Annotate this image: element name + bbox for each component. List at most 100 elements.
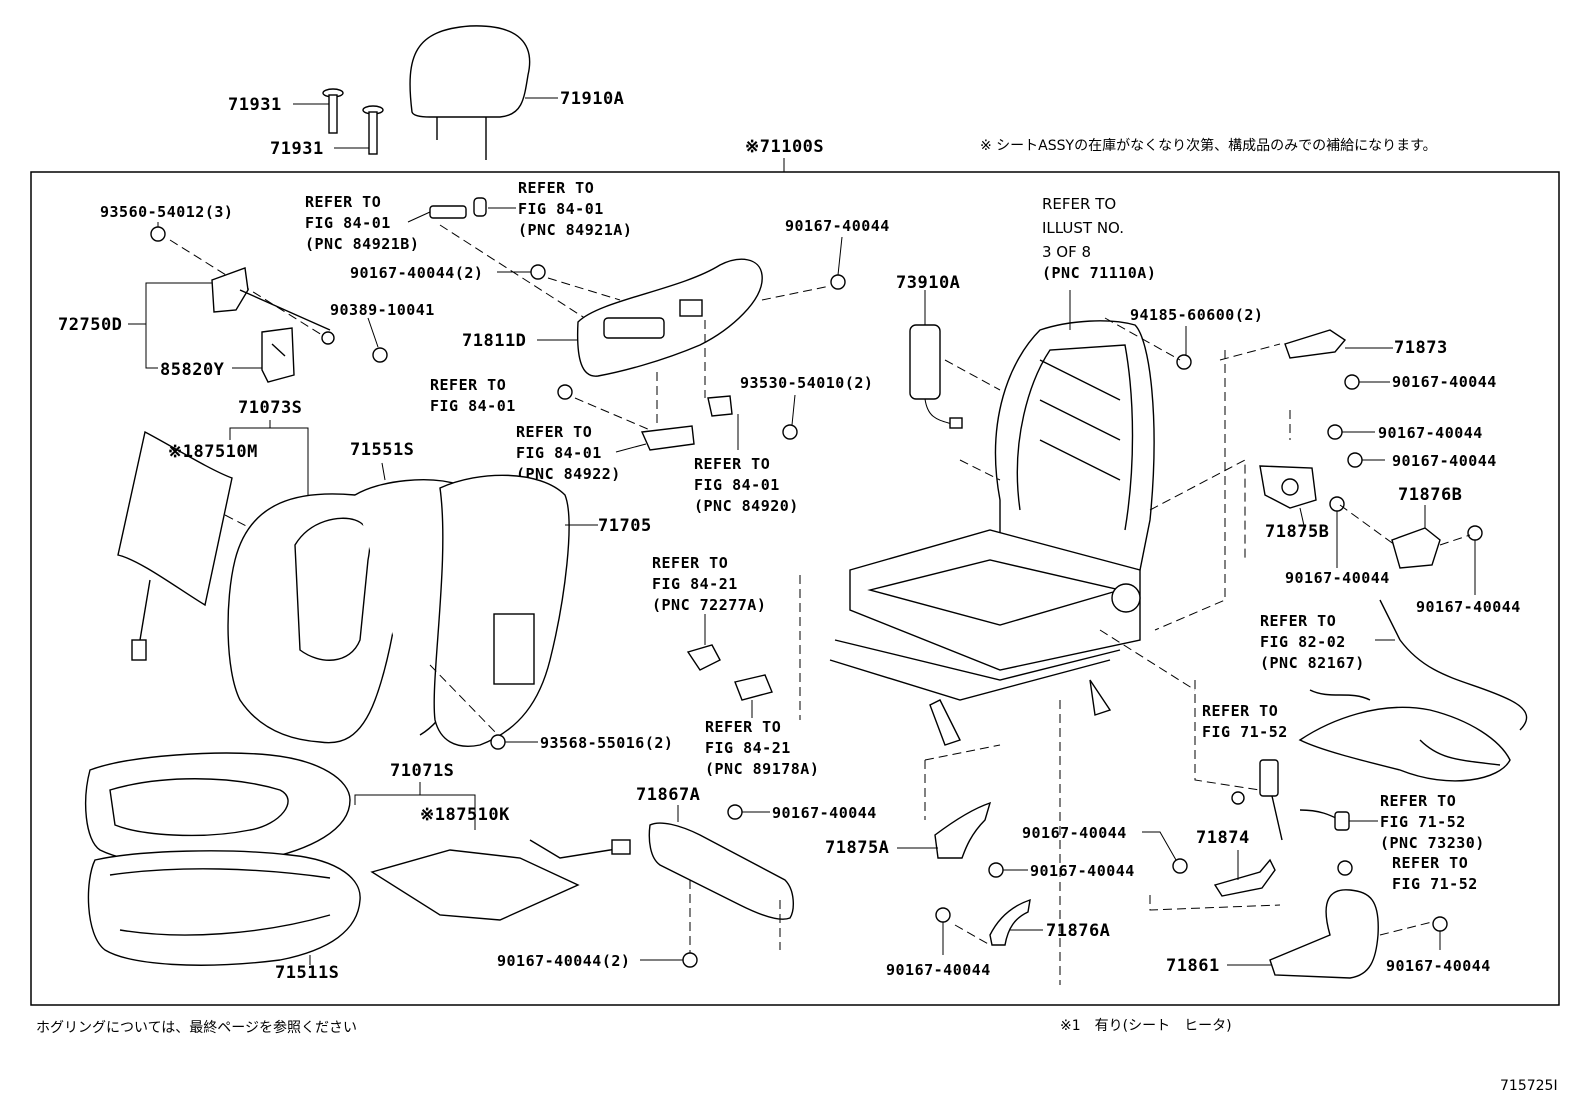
- cushion-pad-71511s[interactable]: [87, 850, 361, 966]
- screw-90167-2a[interactable]: [497, 264, 546, 280]
- cover-71875b[interactable]: [1259, 465, 1317, 531]
- screw-90167-f[interactable]: [1467, 525, 1483, 595]
- refer-r10-line2: FIG 71-52: [1202, 723, 1288, 741]
- lumbar-mechanism-72750d[interactable]: [211, 267, 335, 345]
- leader-71551s: [381, 462, 386, 481]
- label-90167-f: 90167-40044: [1416, 598, 1521, 616]
- label-71811d: 71811D: [462, 331, 526, 351]
- headrest-guide-2[interactable]: [334, 105, 384, 155]
- screw-refer-r3[interactable]: [557, 384, 573, 400]
- nut-94185[interactable]: [1176, 326, 1192, 370]
- cover-71875a[interactable]: [897, 801, 992, 859]
- dash-line: [169, 239, 331, 341]
- refer-r5-line1: REFER TO: [694, 455, 770, 473]
- heater-187510k[interactable]: [370, 839, 631, 921]
- label-90389: 90389-10041: [330, 301, 435, 319]
- bolt-93560[interactable]: [150, 222, 166, 242]
- headrest-guide-1[interactable]: [293, 88, 344, 134]
- dash-line: [924, 744, 1001, 820]
- label-72750d: 72750D: [58, 315, 122, 335]
- refer-r2-line2: FIG 84-01: [518, 200, 604, 218]
- footer-right-note: ※1 有り(シート ヒータ): [1060, 1018, 1232, 1034]
- screw-90167-h[interactable]: [1142, 831, 1188, 874]
- label-93568: 93568-55016(2): [540, 734, 673, 752]
- seat-frame-71110a[interactable]: [829, 290, 1155, 746]
- side-airbag-73910a[interactable]: [909, 290, 963, 429]
- refer-r10-line1: REFER TO: [1202, 702, 1278, 720]
- switch-84920[interactable]: [707, 395, 739, 450]
- seatback-cover-71073s[interactable]: [227, 493, 407, 744]
- refer-r4-line2: FIG 84-01: [516, 444, 602, 462]
- label-85820y: 85820Y: [160, 360, 225, 380]
- label-71511s: 71511S: [275, 963, 339, 983]
- refer-r3-line1: REFER TO: [430, 376, 506, 394]
- screw-93568[interactable]: [490, 734, 538, 750]
- label-93530: 93530-54010(2): [740, 374, 873, 392]
- refer-part-72277a[interactable]: [686, 644, 721, 671]
- leader-71071s: [354, 782, 476, 830]
- heater-187510m[interactable]: [117, 430, 233, 661]
- nut-90389[interactable]: [367, 317, 388, 363]
- label-71875a: 71875A: [825, 838, 889, 858]
- label-71071s: 71071S: [390, 761, 454, 781]
- label-90167-i: 90167-40044: [1030, 862, 1135, 880]
- screw-90167-c[interactable]: [1327, 424, 1375, 440]
- bracket-71873[interactable]: [1284, 329, 1393, 359]
- switch-knob-84921b[interactable]: [407, 205, 467, 223]
- screw-90167-d[interactable]: [1347, 452, 1385, 468]
- sensor-73230[interactable]: [1334, 811, 1378, 831]
- assembly-frame: [30, 171, 1560, 1006]
- refer-r11-line2: FIG 71-52: [1380, 813, 1466, 831]
- screw-90167-b[interactable]: [1344, 374, 1390, 390]
- screw-90167-a[interactable]: [830, 236, 846, 290]
- label-71876b: 71876B: [1398, 485, 1462, 505]
- seatback-board-71705[interactable]: [433, 474, 598, 747]
- refer-r1-line2: FIG 84-01: [305, 214, 391, 232]
- nut-refer-r12[interactable]: [1337, 860, 1353, 876]
- screw-90167-2b[interactable]: [640, 952, 698, 968]
- assembly-label: ※71100S: [745, 137, 824, 157]
- cover-71876b[interactable]: [1391, 505, 1441, 569]
- label-73910a: 73910A: [896, 273, 960, 293]
- refer-r8-line4: (PNC 71110A): [1042, 264, 1156, 282]
- refer-r9-line1: REFER TO: [1260, 612, 1336, 630]
- refer-r2-line3: (PNC 84921A): [518, 221, 632, 239]
- label-90167-2a: 90167-40044(2): [350, 264, 483, 282]
- cushion-cover-71071s[interactable]: [85, 752, 351, 866]
- screw-90167-k[interactable]: [1432, 916, 1448, 950]
- screw-90167-e[interactable]: [1329, 496, 1345, 568]
- lumbar-motor-85820y[interactable]: [261, 327, 295, 383]
- leader-72750d: [128, 282, 212, 369]
- cover-71876a[interactable]: [989, 898, 1043, 946]
- label-90167-d: 90167-40044: [1392, 452, 1497, 470]
- screw-90167-j[interactable]: [935, 907, 951, 955]
- refer-r1-line1: REFER TO: [305, 193, 381, 211]
- label-187510k: ※187510K: [420, 805, 510, 825]
- front-trim-71867a[interactable]: [648, 805, 794, 920]
- screw-93530[interactable]: [782, 394, 798, 440]
- refer-r5-line3: (PNC 84920): [694, 497, 799, 515]
- refer-r8-line3: 3 OF 8: [1042, 243, 1091, 261]
- switch-84922[interactable]: [640, 425, 695, 451]
- refer-r11-line1: REFER TO: [1380, 792, 1456, 810]
- label-71876a: 71876A: [1046, 921, 1110, 941]
- screw-90167-g[interactable]: [727, 804, 770, 820]
- headrest-71910a[interactable]: [409, 25, 558, 160]
- label-71874: 71874: [1196, 828, 1250, 848]
- wire-harness-82167[interactable]: [1298, 599, 1528, 782]
- refer-r2-line1: REFER TO: [518, 179, 594, 197]
- footer-left-note: ホグリングについては、最終ページを参照ください: [36, 1019, 357, 1036]
- refer-part-89178a[interactable]: [734, 674, 773, 718]
- label-93560: 93560-54012(3): [100, 203, 233, 221]
- label-187510m: ※187510M: [168, 442, 258, 462]
- side-shield-71811d[interactable]: [537, 258, 763, 377]
- trim-71861[interactable]: [1227, 889, 1379, 979]
- label-71873: 71873: [1394, 338, 1448, 358]
- bracket-71874[interactable]: [1213, 850, 1276, 897]
- refer-r12-line1: REFER TO: [1392, 854, 1468, 872]
- switch-knob-84921a[interactable]: [473, 197, 487, 217]
- label-71931-a: 71931: [228, 95, 282, 115]
- label-90167-2b: 90167-40044(2): [497, 952, 630, 970]
- screw-90167-i[interactable]: [988, 862, 1028, 878]
